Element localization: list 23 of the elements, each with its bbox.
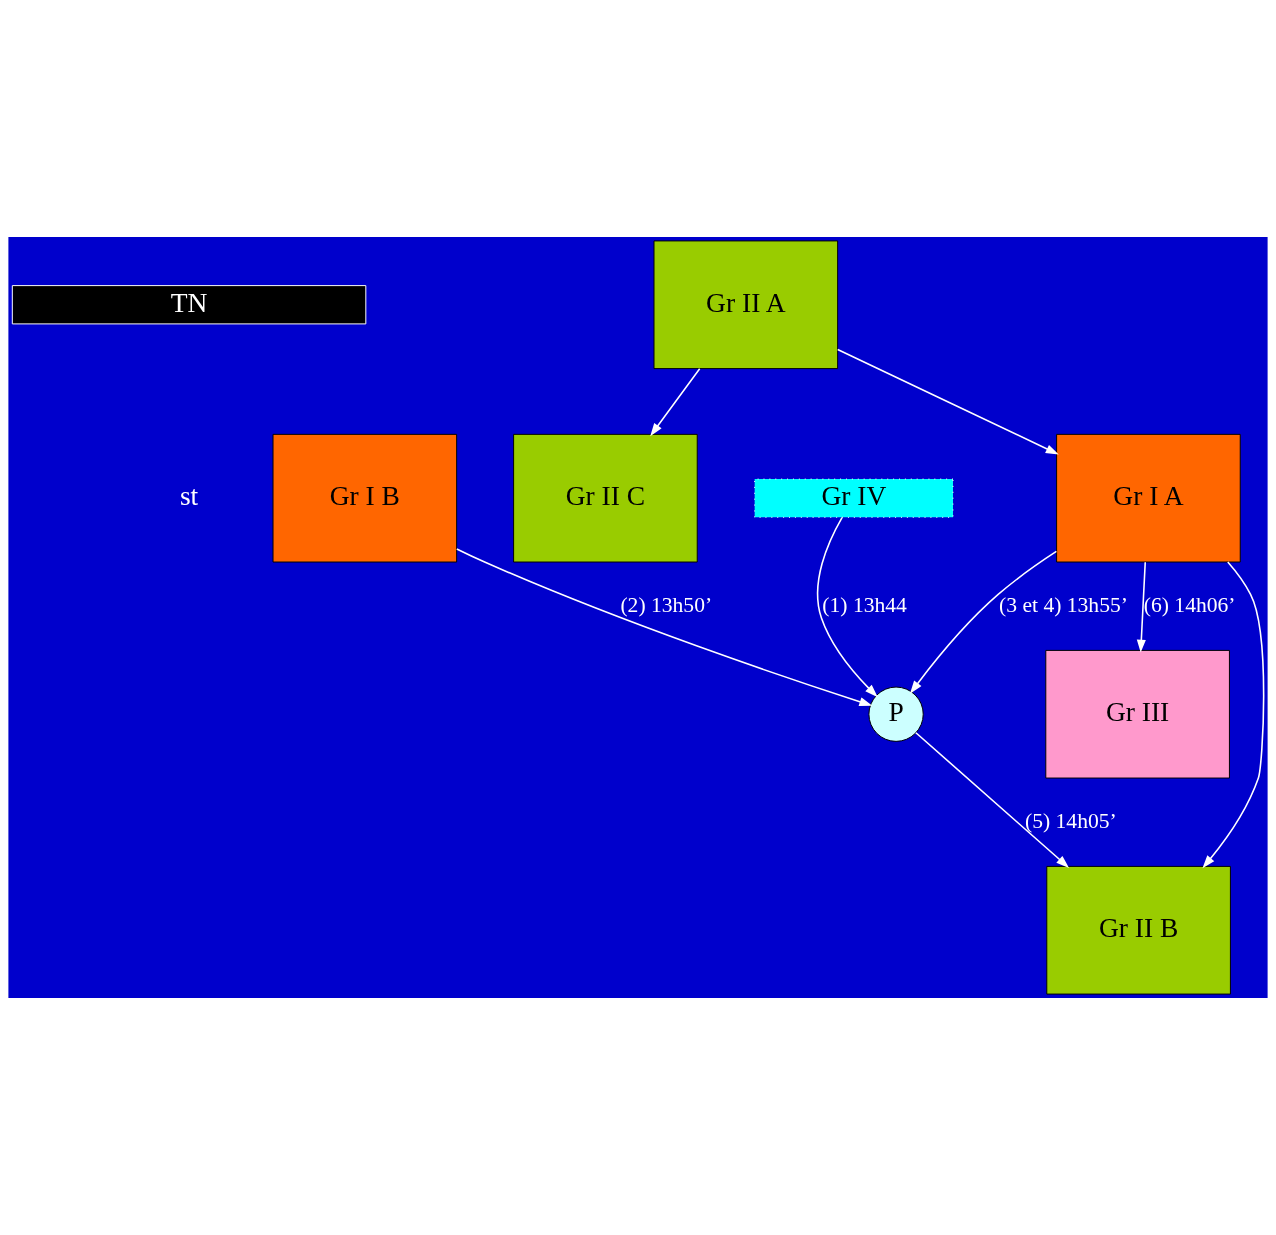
node-circle: P xyxy=(868,686,924,742)
edge-label: (1) 13h44 xyxy=(822,592,907,617)
arrow xyxy=(909,550,1058,694)
node-box: TN xyxy=(11,285,367,325)
arrow xyxy=(650,367,701,437)
node-box: Gr I A xyxy=(1056,433,1241,563)
node-box: Gr II B xyxy=(1046,865,1231,995)
edge-label: (3 et 4) 13h55’ xyxy=(999,592,1128,617)
edge-label: (2) 13h50’ xyxy=(620,592,713,617)
node-box: Gr II A xyxy=(653,240,839,370)
arrow xyxy=(915,731,1070,868)
node-box: Gr I B xyxy=(272,433,458,563)
label: st xyxy=(179,480,199,511)
node-box: Gr IV xyxy=(754,478,954,518)
arrow xyxy=(1202,561,1265,869)
node-box: Gr II C xyxy=(513,433,698,563)
edge-label: (5) 14h05’ xyxy=(1024,808,1117,833)
node-box: Gr III xyxy=(1045,649,1230,779)
edge-label: (6) 14h06’ xyxy=(1143,592,1236,617)
arrow xyxy=(816,516,878,698)
arrow xyxy=(456,548,873,707)
arrow xyxy=(836,348,1059,455)
arrow xyxy=(1136,561,1147,653)
